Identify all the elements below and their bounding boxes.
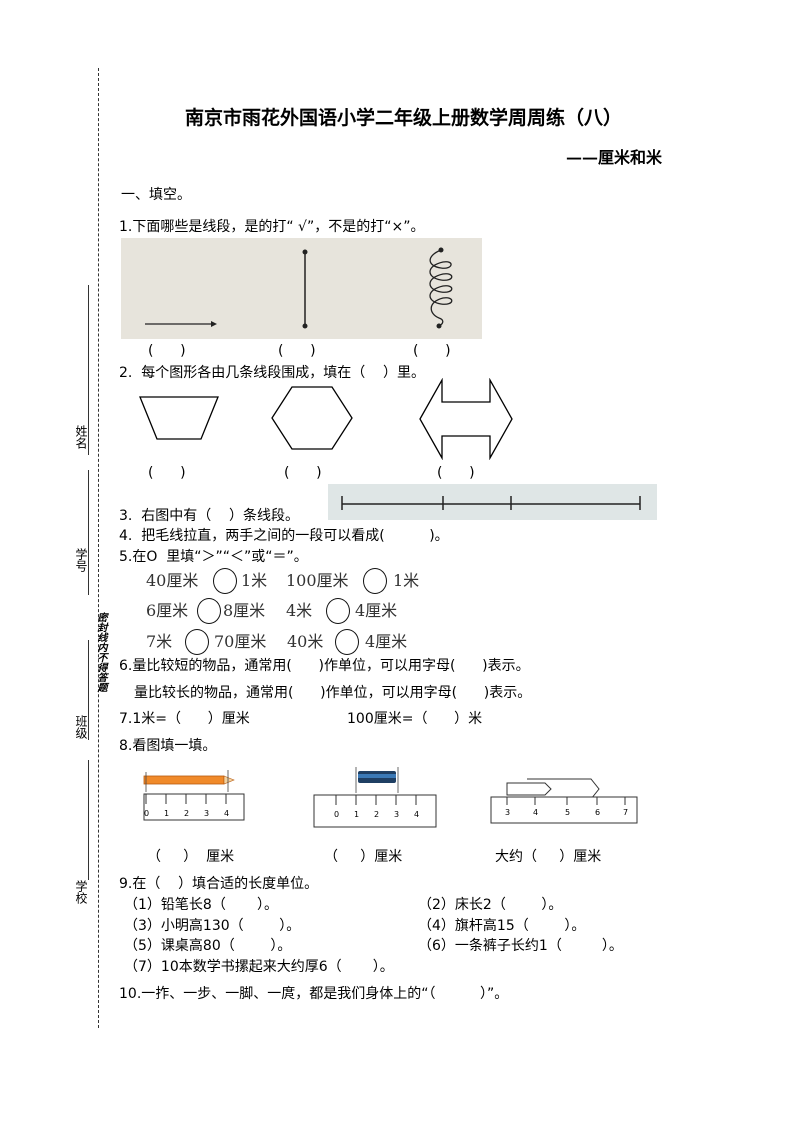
trapezoid-shape <box>139 396 219 440</box>
ruler-tick-label: 5 <box>565 808 570 817</box>
q9-item-6: （6）一条裤子长约1（ ）。 <box>418 938 623 954</box>
q9-item-4: （4）旗杆高15（ ）。 <box>418 918 586 934</box>
q5-r2-end: 4厘米 <box>355 601 398 620</box>
q8-text: 8.看图填一填。 <box>119 738 217 754</box>
compare-circle[interactable] <box>363 568 387 594</box>
class-label: 班级 <box>74 715 88 739</box>
q5-r1-right: 100厘米 <box>286 571 349 590</box>
ruler-tick-label: 3 <box>505 808 510 817</box>
q9-item-3: （3）小明高130（ ）。 <box>124 918 301 934</box>
ruler-tick-label: 7 <box>623 808 628 817</box>
q1-blank-3[interactable]: ( ) <box>413 343 451 359</box>
ruler-tick-label: 3 <box>394 810 399 819</box>
q2-text: 2. 每个图形各由几条线段围成，填在（ ）里。 <box>119 365 426 381</box>
q1-figures <box>145 247 453 329</box>
q5-r3-mid: 70厘米 <box>214 632 267 651</box>
q5-r2-mid: 8厘米 <box>223 601 266 620</box>
compare-circle[interactable] <box>213 568 237 594</box>
q3-text: 3. 右图中有（ ）条线段。 <box>119 508 300 524</box>
q5-r3-end: 4厘米 <box>365 632 408 651</box>
q5-r2-right: 4米 <box>286 601 313 620</box>
pencil-ruler-figure: 0 1 2 3 4 <box>143 770 245 821</box>
q4-text: 4. 把毛线拉直，两手之间的一段可以看成( )。 <box>119 528 449 544</box>
q1-blank-2[interactable]: ( ) <box>278 343 316 359</box>
ruler-tick-label: 4 <box>533 808 538 817</box>
page-title: 南京市雨花外国语小学二年级上册数学周周练（八） <box>185 107 623 129</box>
id-line <box>88 470 89 595</box>
q3-image <box>328 484 657 520</box>
school-line <box>88 760 89 880</box>
q8-answer-1[interactable]: （ ） 厘米 <box>147 849 235 865</box>
q6-line2: 量比较长的物品，通常用( )作单位，可以用字母( )表示。 <box>134 685 532 701</box>
q6-line1: 6.量比较短的物品，通常用( )作单位，可以用字母( )表示。 <box>119 658 530 674</box>
q5-r3-left: 7米 <box>146 632 173 651</box>
id-label: 学号 <box>74 548 88 572</box>
q8-answer-2[interactable]: （ ）厘米 <box>324 849 403 865</box>
q5-r1-end: 1米 <box>393 571 420 590</box>
ruler-tick-label: 1 <box>354 810 359 819</box>
q3-segment-figure <box>341 496 641 510</box>
q1-image <box>121 238 482 339</box>
q9-item-2: （2）床长2（ ）。 <box>418 897 563 913</box>
q9-item-5: （5）课桌高80（ ）。 <box>124 938 292 954</box>
q5-r2-left: 6厘米 <box>146 601 189 620</box>
ruler-tick-label: 2 <box>374 810 379 819</box>
page-subtitle: ——厘米和米 <box>566 148 663 167</box>
compare-circle[interactable] <box>335 629 359 655</box>
q9-item-7: （7）10本数学书摞起来大约厚6（ ）。 <box>124 959 394 975</box>
q9-item-1: （1）铅笔长8（ ）。 <box>124 897 278 913</box>
hexagon-shape <box>271 386 353 450</box>
q2-blank-1[interactable]: ( ) <box>148 465 186 481</box>
ruler-tick-label: 2 <box>184 809 189 818</box>
q9-text: 9.在（ ）填合适的长度单位。 <box>119 876 319 892</box>
name-line <box>88 285 89 455</box>
ruler-tick-label: 0 <box>334 810 339 819</box>
class-line <box>88 640 89 740</box>
q7-right: 100厘米=（ ）米 <box>347 711 483 727</box>
name-label: 姓名 <box>74 425 88 449</box>
q5-text: 5.在O 里填“＞”“＜”或“＝”。 <box>119 549 308 565</box>
ruler-tick-label: 4 <box>414 810 419 819</box>
compare-circle[interactable] <box>185 629 209 655</box>
ruler-tick-label: 6 <box>595 808 600 817</box>
q5-r3-right: 40米 <box>287 632 324 651</box>
q10-text: 10.一拃、一步、一脚、一庹，都是我们身体上的“（ ）”。 <box>119 986 509 1002</box>
binding-dashed-line <box>98 68 99 1028</box>
q8-answer-3[interactable]: 大约（ ）厘米 <box>495 849 602 865</box>
school-label: 学校 <box>74 880 88 904</box>
q2-blank-3[interactable]: ( ) <box>437 465 475 481</box>
double-arrow-shape <box>419 378 513 460</box>
q7-left: 7.1米=（ ）厘米 <box>119 711 250 727</box>
q1-text: 1.下面哪些是线段，是的打“ √”，不是的打“×”。 <box>119 219 425 235</box>
q5-r1-left: 40厘米 <box>146 571 199 590</box>
q5-r1-mid: 1米 <box>241 571 268 590</box>
ruler-tick-label: 3 <box>204 809 209 818</box>
q2-blank-2[interactable]: ( ) <box>284 465 322 481</box>
battery-ruler-figure: 0 1 2 3 4 <box>313 767 437 828</box>
ruler-tick-label: 4 <box>224 809 229 818</box>
section-heading: 一、填空。 <box>121 187 191 203</box>
seal-warning: 密封线内不得答题 <box>95 612 106 692</box>
q1-blank-1[interactable]: ( ) <box>148 343 186 359</box>
ruler-tick-label: 0 <box>144 809 149 818</box>
clip-ruler-figure: 3 4 5 6 7 <box>490 778 638 824</box>
compare-circle[interactable] <box>326 598 350 624</box>
compare-circle[interactable] <box>197 598 221 624</box>
ruler-tick-label: 1 <box>164 809 169 818</box>
